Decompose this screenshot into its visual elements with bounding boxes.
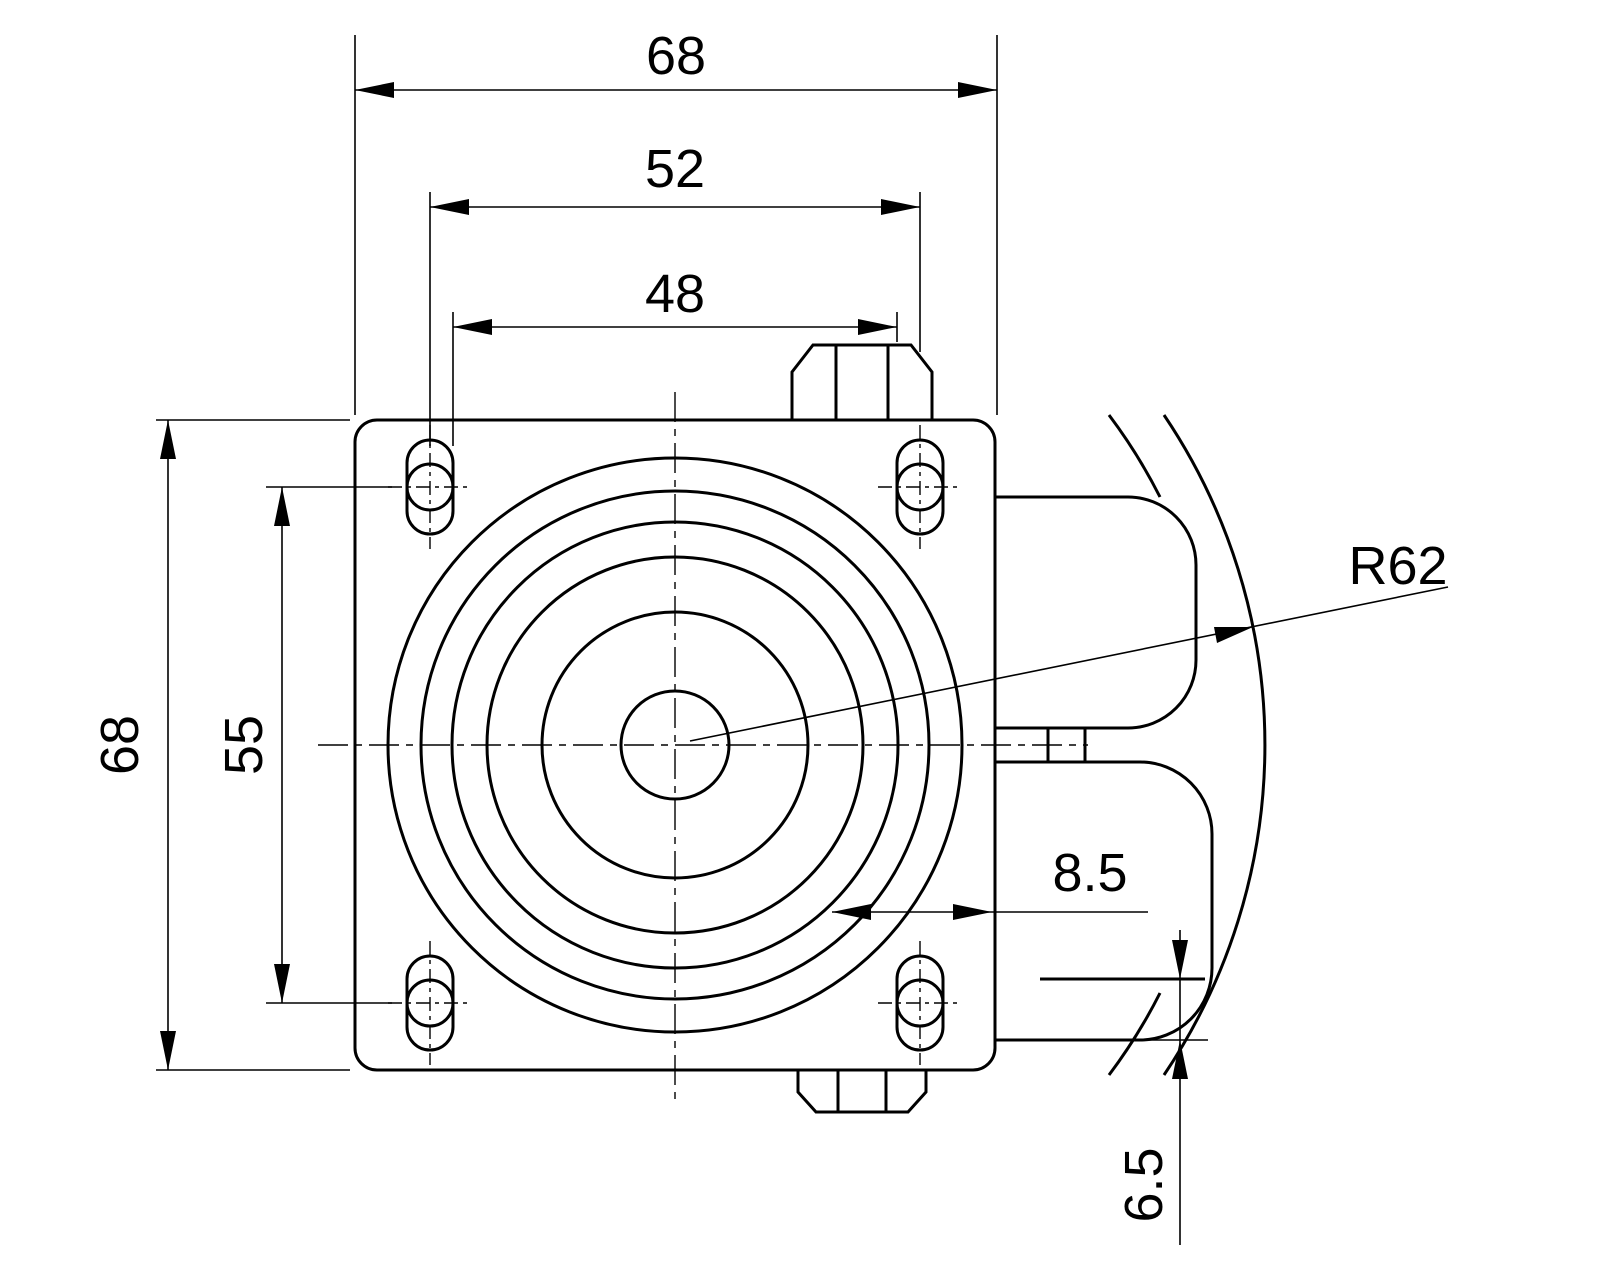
center-hole: [619, 689, 731, 801]
swivel-ring-inner: [540, 610, 810, 880]
bolt-slot-bottom-right: [878, 941, 962, 1065]
hex-bolt-top-outline: [790, 343, 934, 420]
hex-bolt-top: [790, 343, 934, 420]
dim-text-slot-center-span: 52: [645, 139, 705, 199]
dim-text-plate-height: 68: [90, 715, 150, 775]
dim-text-bottom-clearance: 6.5: [1114, 1147, 1174, 1222]
swivel-ring-3: [450, 520, 900, 970]
arrowhead-left: [832, 904, 871, 920]
bracket-top-outline: [995, 495, 1198, 730]
arrowhead-left: [453, 319, 492, 335]
bolt-slot-top-right: [878, 425, 962, 549]
arrowhead-right: [858, 319, 897, 335]
wheel-inner-arc-top: [1107, 414, 1162, 498]
radius-leader-line: [689, 586, 1449, 742]
dim-text-slot-vertical-span: 55: [214, 715, 274, 775]
dim-text-swivel-radius: R62: [1348, 536, 1447, 596]
fork-web: [1046, 728, 1087, 762]
wheel-sweep-arc: [1162, 414, 1267, 1076]
dimension-swivel-radius: R62: [689, 536, 1449, 742]
arrowhead-bottom: [160, 1031, 176, 1070]
swivel-ring-2: [419, 489, 931, 1001]
arrowhead-top: [274, 487, 290, 526]
bolt-slots: [388, 425, 962, 1065]
hex-bolt-bottom: [796, 1070, 928, 1114]
dimension-plate-height: 68: [90, 419, 350, 1071]
hex-bolt-bottom-outline: [796, 1070, 928, 1114]
dimension-slot-inner-span: 48: [452, 264, 898, 446]
arrowhead-radius: [1214, 627, 1253, 643]
dimension-plate-width: 68: [354, 26, 998, 415]
bracket-bottom-outline: [995, 760, 1214, 1042]
dimension-wheel-offset: 8.5: [832, 843, 1148, 920]
arrowhead-left: [430, 199, 469, 215]
swivel-ring-outer: [386, 456, 964, 1034]
dimension-bottom-clearance: 6.5: [1114, 930, 1208, 1245]
bolt-slot-bottom-left: [388, 941, 472, 1065]
swivel-ring-4: [485, 555, 865, 935]
arrowhead-right: [953, 904, 992, 920]
dim-text-plate-width: 68: [646, 26, 706, 86]
arrowhead-right: [881, 199, 920, 215]
arrowhead-left: [355, 82, 394, 98]
dim-text-wheel-offset: 8.5: [1052, 843, 1127, 903]
arrowhead-bottom: [274, 964, 290, 1003]
arrowhead-bottom: [1172, 1040, 1188, 1079]
wheel: [1107, 414, 1267, 1076]
swivel-rings: [386, 456, 964, 1034]
fork-bracket-bottom: [995, 760, 1214, 1042]
dimension-slot-center-span: 52: [429, 139, 921, 446]
dimension-slot-vertical-span: 55: [214, 486, 392, 1004]
arrowhead-right: [958, 82, 997, 98]
dim-text-slot-inner-span: 48: [645, 264, 705, 324]
arrowhead-top: [1172, 940, 1188, 979]
fork-bracket-top: [995, 495, 1198, 730]
wheel-inner-arc-bottom: [1107, 992, 1162, 1076]
center-crosshair: [318, 392, 1088, 1106]
arrowhead-top: [160, 420, 176, 459]
